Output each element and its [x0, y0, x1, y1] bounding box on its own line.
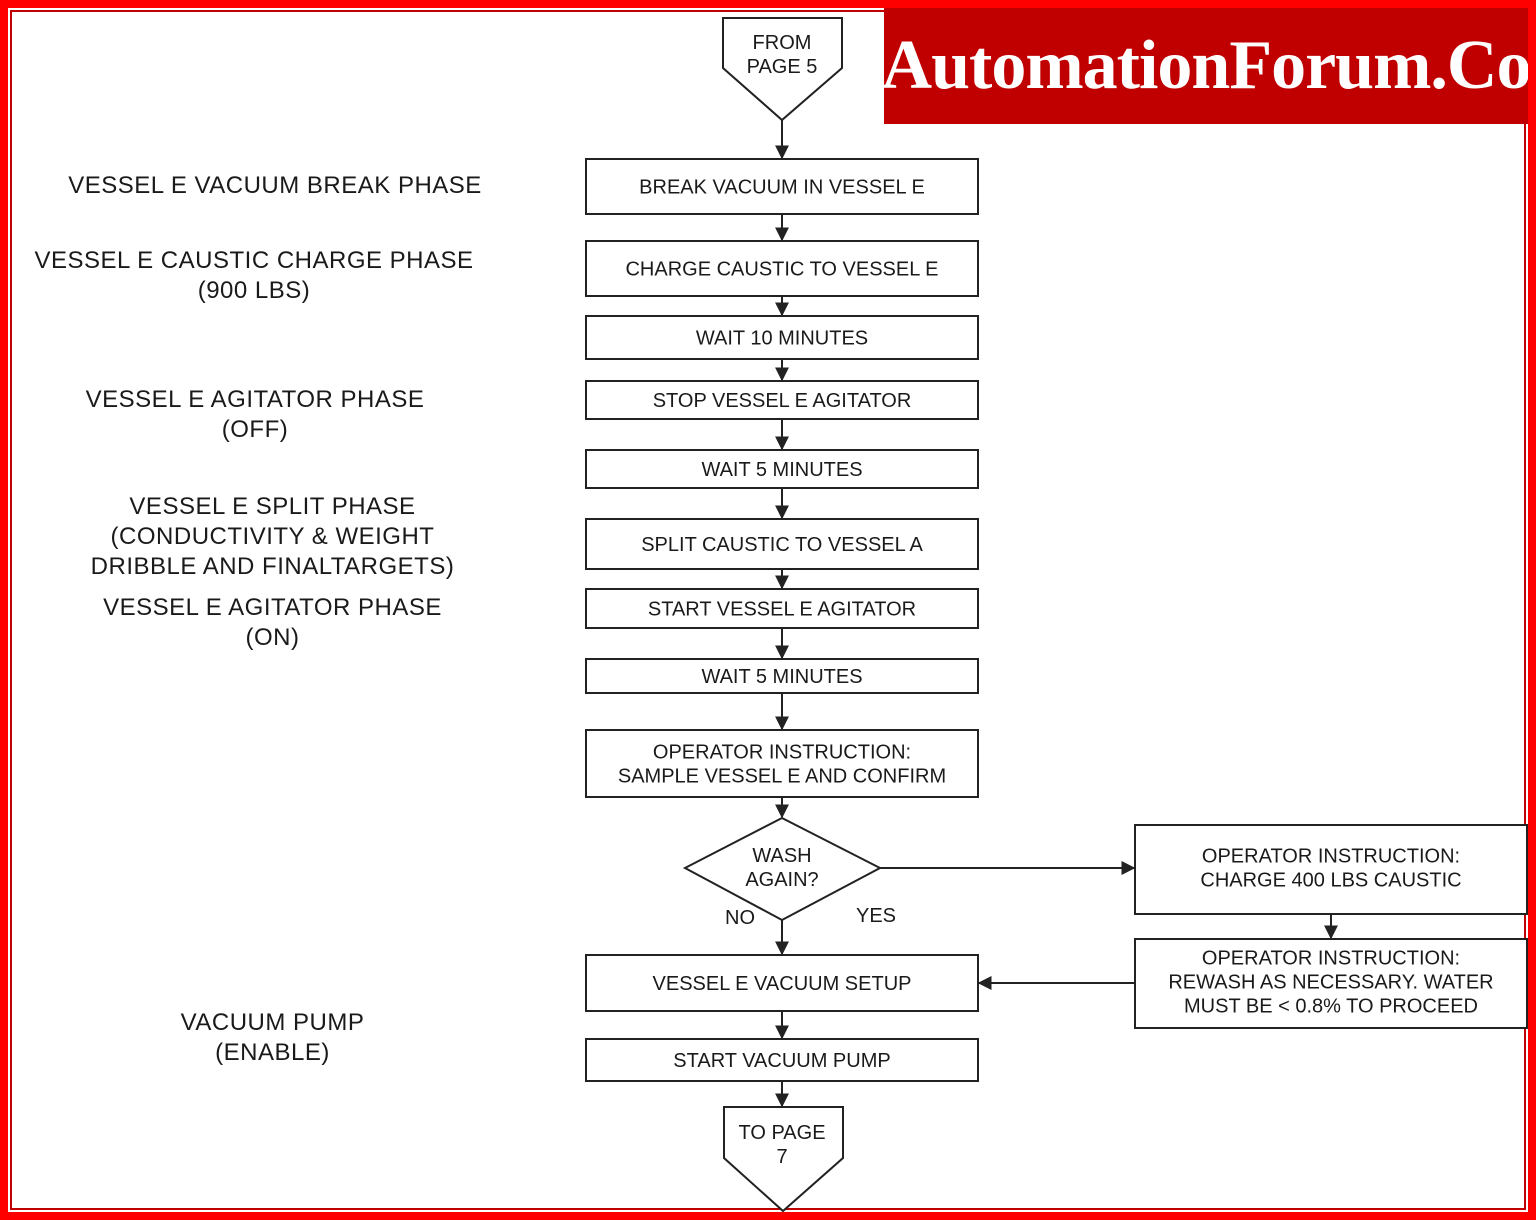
process-box-text: SPLIT CAUSTIC TO VESSEL A — [641, 534, 923, 556]
step-operator-rewash: OPERATOR INSTRUCTION:REWASH AS NECESSARY… — [1134, 938, 1528, 1029]
phase-label-split: VESSEL E SPLIT PHASE (CONDUCTIVITY & WEI… — [50, 492, 495, 582]
step-charge-caustic: CHARGE CAUSTIC TO VESSEL E — [585, 240, 979, 297]
offpage-connector-text-line: 7 — [776, 1146, 787, 1168]
process-box — [585, 315, 979, 360]
process-box — [585, 954, 979, 1012]
phase-label-line: (ENABLE) — [215, 1039, 330, 1066]
process-box-text-line: OPERATOR INSTRUCTION: — [1202, 948, 1460, 970]
offpage-connector-shape — [723, 1106, 844, 1213]
process-box — [585, 729, 979, 798]
site-watermark-banner: AutomationForum.Co — [884, 8, 1528, 124]
step-split-caustic: SPLIT CAUSTIC TO VESSEL A — [585, 518, 979, 570]
process-box-text: OPERATOR INSTRUCTION:CHARGE 400 LBS CAUS… — [1200, 846, 1461, 892]
process-box-text: OPERATOR INSTRUCTION:REWASH AS NECESSARY… — [1168, 948, 1493, 1018]
process-box-text-line: VESSEL E VACUUM SETUP — [653, 973, 912, 995]
process-box-text: STOP VESSEL E AGITATOR — [653, 390, 912, 412]
process-box — [1134, 938, 1528, 1029]
process-box — [585, 158, 979, 215]
process-box-text: WAIT 5 MINUTES — [701, 459, 862, 481]
process-box-text-line: CHARGE 400 LBS CAUSTIC — [1200, 870, 1461, 892]
phase-label-line: DRIBBLE AND FINALTARGETS) — [90, 553, 455, 580]
process-box-text-line: START VACUUM PUMP — [673, 1050, 890, 1072]
process-box — [585, 518, 979, 570]
process-box-text: CHARGE CAUSTIC TO VESSEL E — [625, 259, 938, 281]
offpage-connector-text-line: FROM — [753, 32, 812, 54]
process-box-text: START VACUUM PUMP — [673, 1050, 890, 1072]
flow-nodes: BREAK VACUUM IN VESSEL E CHARGE CAUSTIC T… — [585, 17, 1528, 1213]
step-wait-5-minutes: WAIT 5 MINUTES — [585, 449, 979, 489]
step-start-vacuum-pump: START VACUUM PUMP — [585, 1038, 979, 1082]
process-box — [1134, 824, 1528, 915]
process-box — [585, 380, 979, 420]
process-box-text: WAIT 5 MINUTES — [701, 666, 862, 688]
process-box-text-line: OPERATOR INSTRUCTION: — [1202, 846, 1460, 868]
phase-label-line: VESSEL E CAUSTIC CHARGE PHASE — [34, 247, 474, 274]
step-wait-5-minutes-2: WAIT 5 MINUTES — [585, 658, 979, 694]
process-box — [585, 240, 979, 297]
phase-label-caustic-charge: VESSEL E CAUSTIC CHARGE PHASE (900 LBS) — [4, 246, 504, 306]
phase-label-agitator-off: VESSEL E AGITATOR PHASE (OFF) — [30, 385, 480, 445]
decision-yes-label: YES — [856, 905, 897, 927]
offpage-connector-text-line: TO PAGE — [738, 1122, 825, 1144]
offpage-connector-shape — [722, 17, 843, 122]
process-box — [585, 658, 979, 694]
phase-label-line: VESSEL E VACUUM BREAK PHASE — [68, 172, 482, 199]
phase-label-vacuum-pump: VACUUM PUMP (ENABLE) — [50, 1008, 495, 1068]
step-wait-10-minutes: WAIT 10 MINUTES — [585, 315, 979, 360]
process-box-text-line: BREAK VACUUM IN VESSEL E — [639, 177, 925, 199]
step-stop-agitator: STOP VESSEL E AGITATOR — [585, 380, 979, 420]
process-box-text-line: START VESSEL E AGITATOR — [648, 599, 916, 621]
flow-connectors — [775, 120, 1338, 1108]
process-box-text-line: WAIT 10 MINUTES — [696, 328, 868, 350]
process-box-text-line: CHARGE CAUSTIC TO VESSEL E — [625, 259, 938, 281]
process-box — [585, 449, 979, 489]
phase-label-line: (OFF) — [221, 416, 289, 443]
decision-no-label: NO — [725, 907, 755, 929]
phase-label-line: VACUUM PUMP — [180, 1009, 365, 1036]
process-box-text-line: SPLIT CAUSTIC TO VESSEL A — [641, 534, 923, 556]
process-box-text-line: OPERATOR INSTRUCTION: — [653, 742, 911, 764]
process-box — [585, 588, 979, 629]
phase-label-line: (CONDUCTIVITY & WEIGHT — [110, 523, 435, 550]
process-box-text-line: STOP VESSEL E AGITATOR — [653, 390, 912, 412]
process-box-text-line: REWASH AS NECESSARY. WATER — [1168, 972, 1493, 994]
process-box — [585, 1038, 979, 1082]
phase-label-line: VESSEL E SPLIT PHASE — [129, 493, 416, 520]
process-box-text: OPERATOR INSTRUCTION:SAMPLE VESSEL E AND… — [618, 742, 946, 788]
step-break-vacuum: BREAK VACUUM IN VESSEL E — [585, 158, 979, 215]
offpage-connector-text-line: PAGE 5 — [747, 56, 818, 78]
decision-text-line: AGAIN? — [745, 869, 818, 891]
step-operator-sample: OPERATOR INSTRUCTION:SAMPLE VESSEL E AND… — [585, 729, 979, 798]
step-vacuum-setup: VESSEL E VACUUM SETUP — [585, 954, 979, 1012]
phase-label-vacuum-break: VESSEL E VACUUM BREAK PHASE — [30, 171, 520, 201]
process-box-text-line: WAIT 5 MINUTES — [701, 459, 862, 481]
process-box-text: VESSEL E VACUUM SETUP — [653, 973, 912, 995]
process-box-text: START VESSEL E AGITATOR — [648, 599, 916, 621]
process-box-text-line: MUST BE < 0.8% TO PROCEED — [1184, 996, 1478, 1018]
decision-text-line: WASH — [752, 845, 811, 867]
decision-diamond — [682, 816, 883, 922]
process-box-text: WAIT 10 MINUTES — [696, 328, 868, 350]
page-inner-border — [10, 10, 1526, 1210]
process-box-text: BREAK VACUUM IN VESSEL E — [639, 177, 925, 199]
process-box-text-line: WAIT 5 MINUTES — [701, 666, 862, 688]
step-start-agitator: START VESSEL E AGITATOR — [585, 588, 979, 629]
phase-label-line: (900 LBS) — [197, 277, 311, 304]
process-box-text-line: SAMPLE VESSEL E AND CONFIRM — [618, 766, 946, 788]
phase-label-line: VESSEL E AGITATOR PHASE — [85, 386, 425, 413]
phase-label-agitator-on: VESSEL E AGITATOR PHASE (ON) — [50, 593, 495, 653]
phase-label-line: VESSEL E AGITATOR PHASE — [103, 594, 442, 621]
step-operator-charge-400: OPERATOR INSTRUCTION:CHARGE 400 LBS CAUS… — [1134, 824, 1528, 915]
phase-label-line: (ON) — [245, 624, 300, 651]
